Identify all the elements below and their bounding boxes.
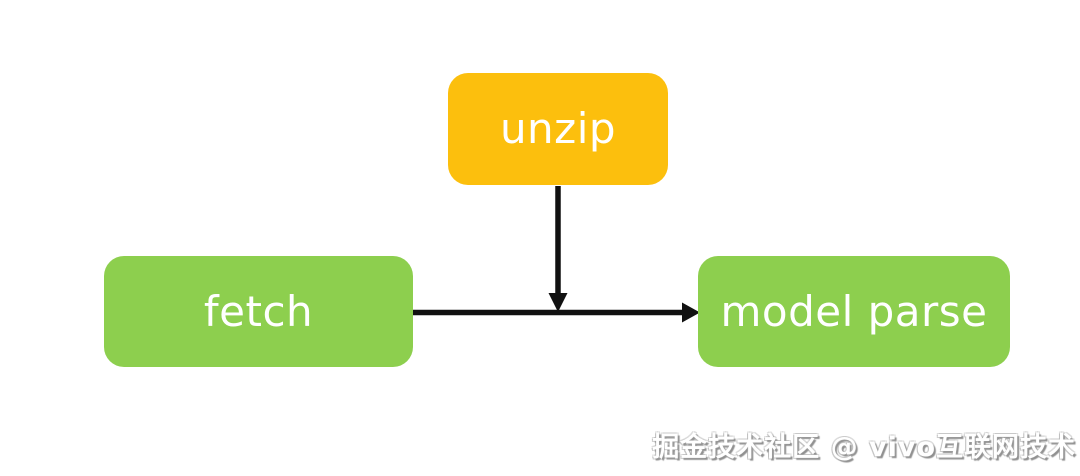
- arrowhead-down-icon: [548, 293, 568, 312]
- node-unzip-label: unzip: [499, 104, 617, 153]
- edge-unzip-to-junction: [548, 186, 568, 312]
- watermark: 掘金技术社区 @ vivo互联网技术: [652, 432, 1076, 463]
- node-fetch-label: fetch: [203, 286, 314, 336]
- node-model-parse-label: model parse: [720, 286, 988, 336]
- node-model-parse: model parse: [698, 256, 1010, 367]
- node-fetch: fetch: [104, 256, 413, 367]
- node-unzip: unzip: [448, 73, 668, 185]
- edge-fetch-to-model-parse: [413, 302, 700, 323]
